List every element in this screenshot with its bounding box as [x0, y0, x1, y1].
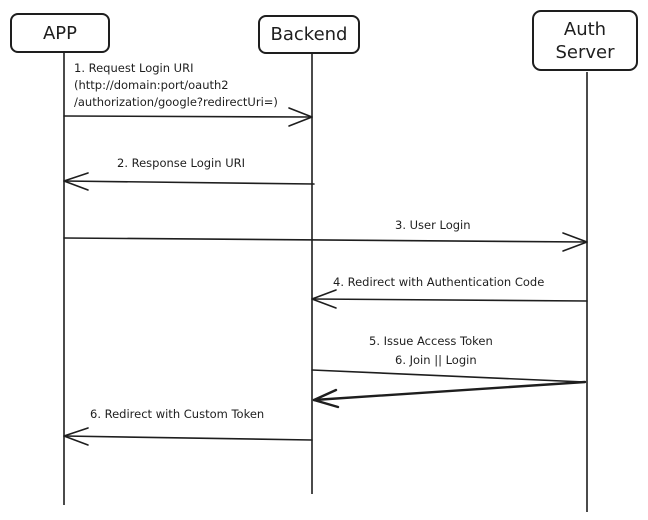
message-5-arrowhead [312, 388, 340, 409]
participant-app: APP [10, 13, 110, 53]
participant-auth-server-label-line-2: Server [555, 42, 615, 63]
participant-backend-box [258, 15, 360, 54]
message-6-arrow-line [63, 435, 313, 441]
message-4-arrowhead [311, 289, 337, 309]
message-2-label: 2. Response Login URI [117, 156, 245, 170]
message-2: 2. Response Login URI [63, 156, 315, 191]
message-6: 6. Redirect with Custom Token [63, 407, 313, 446]
message-1-label-line-3: /authorization/google?redirectUri=) [74, 95, 278, 109]
message-1-arrow-line [63, 115, 313, 118]
participant-backend-label: Backend [271, 24, 348, 45]
message-1-label-line-1: 1. Request Login URI [74, 61, 193, 75]
message-3-arrow-line [63, 237, 588, 243]
message-2-arrow-line [63, 180, 315, 185]
message-6-arrowhead [63, 427, 89, 446]
participant-auth-server-label-line-1: Auth [564, 19, 606, 40]
message-5-label-line-1: 5. Issue Access Token [369, 334, 493, 348]
message-1-arrowhead [288, 107, 313, 127]
message-5-return-line [312, 380, 587, 402]
message-4-arrow-line [311, 298, 588, 302]
message-3-label: 3. User Login [395, 218, 471, 232]
message-4: 4. Redirect with Authentication Code [311, 275, 588, 309]
participant-auth-server: Auth Server [532, 10, 638, 71]
participant-backend: Backend [258, 15, 360, 54]
message-1-label-line-2: (http://domain:port/oauth2 [74, 78, 229, 92]
message-6-label: 6. Redirect with Custom Token [90, 407, 264, 421]
participant-app-box [10, 13, 110, 53]
participant-auth-server-box [532, 10, 638, 71]
message-5: 5. Issue Access Token 6. Join || Login [311, 334, 587, 409]
message-3: 3. User Login [63, 218, 588, 252]
message-4-label: 4. Redirect with Authentication Code [333, 275, 544, 289]
message-2-arrowhead [63, 172, 89, 191]
message-5-outgoing-line [311, 369, 586, 383]
message-5-label-line-2: 6. Join || Login [395, 353, 477, 367]
participant-app-label: APP [43, 23, 77, 44]
message-3-arrowhead [562, 232, 588, 252]
message-1: 1. Request Login URI (http://domain:port… [63, 61, 313, 127]
